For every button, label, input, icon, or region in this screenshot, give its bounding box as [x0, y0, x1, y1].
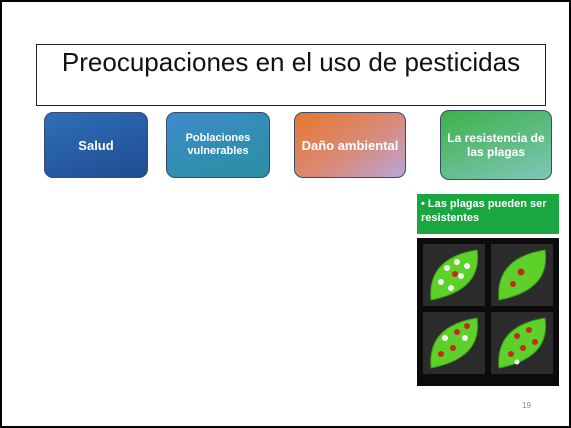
slide-title: Preocupaciones en el uso de pesticidas	[61, 47, 521, 77]
tile-dano-ambiental: Daño ambiental	[294, 112, 406, 178]
pest-resistance-image	[417, 238, 559, 386]
bullet-box: • Las plagas pueden ser resistentes	[417, 194, 559, 234]
tile-resistencia-plagas: La resistencia de las plagas	[440, 110, 552, 180]
tile-salud: Salud	[44, 112, 148, 178]
tile-poblaciones-vulnerables: Poblaciones vulnerables	[166, 112, 270, 178]
title-box	[36, 44, 546, 106]
page-number: 19	[522, 401, 531, 410]
leaf-diagram	[417, 238, 559, 386]
